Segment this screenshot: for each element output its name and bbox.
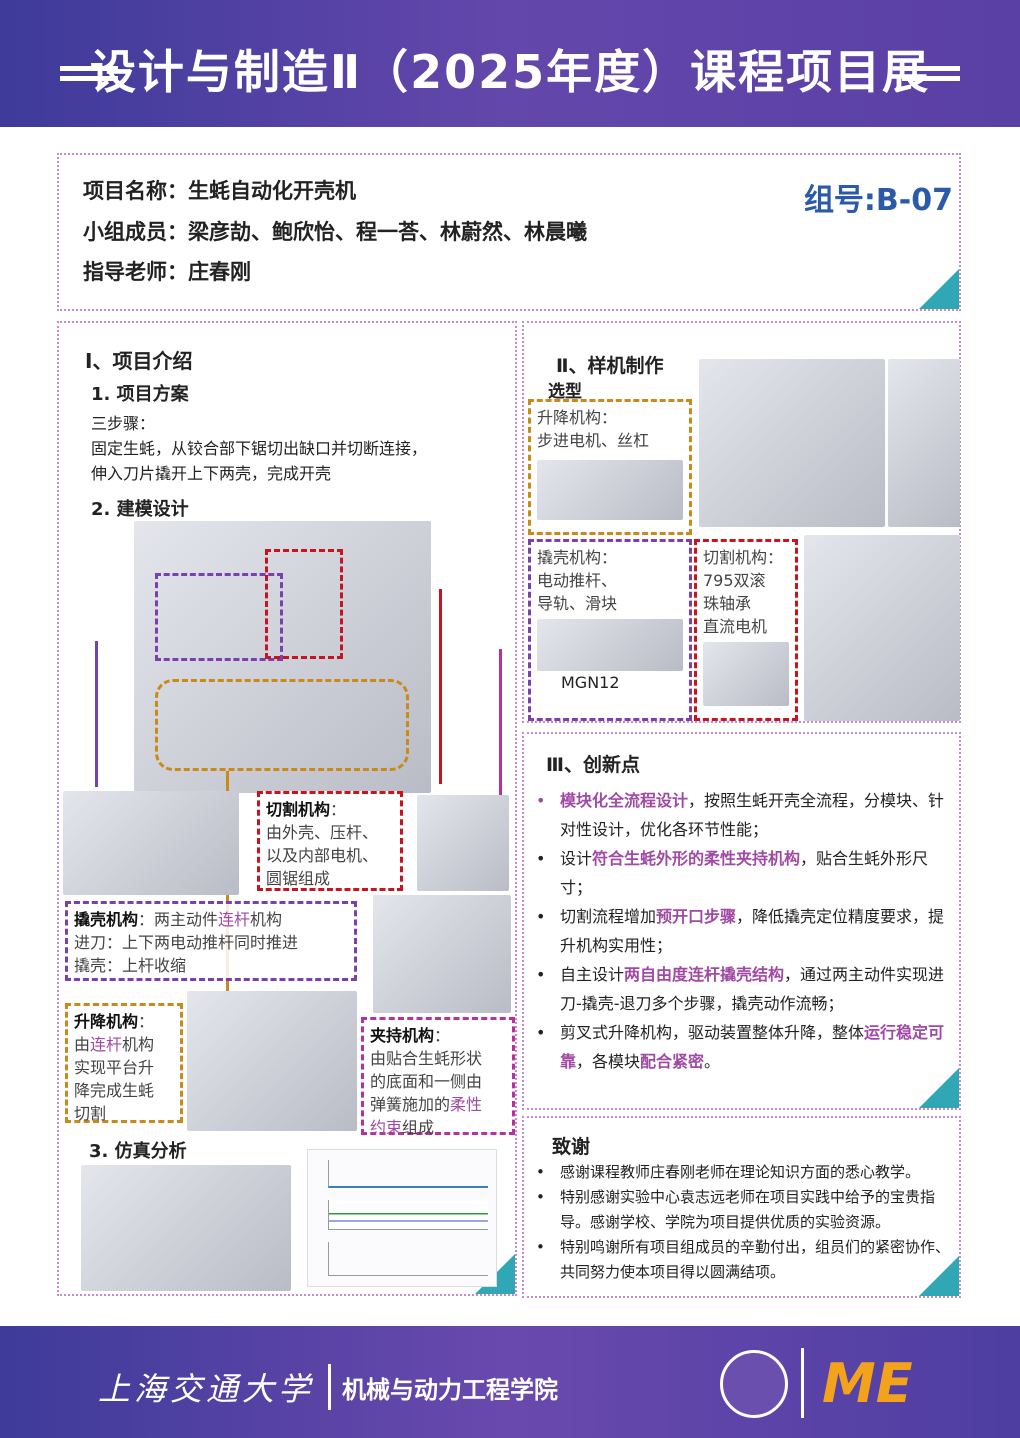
modeling-heading: 2. 建模设计 (91, 499, 189, 520)
me-logo: ME (822, 1352, 913, 1415)
lift-highlight (155, 679, 409, 771)
arrow-pry (95, 641, 98, 787)
motor-image (703, 642, 789, 706)
members: 梁彦劼、鲍欣怡、程一荅、林蔚然、林晨曦 (188, 220, 587, 244)
thanks-section: 致谢 感谢课程教师庄春刚老师在理论知识方面的悉心教学。 特别感谢实验中心袁志远老… (522, 1116, 961, 1298)
title-decor-right (902, 66, 960, 71)
clamp-model-image (373, 895, 511, 1013)
thanks-item: 感谢课程教师庄春刚老师在理论知识方面的悉心教学。 (536, 1160, 960, 1185)
selection-subtitle: 选型 (548, 382, 582, 402)
pry-model-image (63, 791, 239, 895)
lift-selection: 升降机构：步进电机、丝杠 (528, 399, 692, 535)
scheme-text: 三步骤：固定生蚝，从铰合部下锯切出缺口并切断连接，伸入刀片撬开上下两壳，完成开壳 (91, 414, 428, 483)
title-decor-left (60, 66, 118, 71)
pry-callout: 撬壳机构：两主动件连杆机构进刀：上下两电动推杆同时推进撬壳：上杆收缩 (65, 901, 357, 981)
group-number: 组号:B-07 (803, 183, 953, 218)
rail-model: MGN12 (561, 673, 620, 692)
members-label: 小组成员： (83, 220, 188, 244)
simulation-heading: 3. 仿真分析 (89, 1141, 187, 1162)
footer-divider (328, 1364, 331, 1410)
pry-selection: 撬壳机构：电动推杆、导轨、滑块 MGN12 (528, 539, 692, 721)
footer-banner (0, 1326, 1020, 1438)
prototype-section: Ⅱ、样机制作 选型 升降机构：步进电机、丝杠 撬壳机构：电动推杆、导轨、滑块 M… (522, 321, 961, 723)
cut-callout: 切割机构：由外壳、压杆、以及内部电机、圆锯组成 (257, 791, 403, 891)
innovation-item: 切割流程增加预开口步骤，降低撬壳定位精度要求，提升机构实用性； (536, 902, 946, 960)
cut-model-image (417, 795, 509, 891)
prototype-photo-3 (804, 535, 960, 721)
lead-screw-image (537, 460, 683, 520)
simulation-plots (307, 1149, 497, 1287)
project-name: 生蚝自动化开壳机 (188, 179, 356, 203)
thanks-title: 致谢 (552, 1136, 591, 1158)
innovation-title: Ⅲ、创新点 (546, 754, 640, 776)
advisor-label: 指导老师： (83, 260, 188, 284)
university-name: 上海交通大学 (98, 1370, 315, 1408)
cut-selection: 切割机构：795双滚珠轴承直流电机 (694, 539, 798, 721)
poster-title: 设计与制造Ⅱ（2025年度）课程项目展 (89, 45, 931, 99)
simulation-image (81, 1165, 291, 1291)
intro-title: Ⅰ、项目介绍 (85, 349, 193, 373)
title-decor-left (60, 76, 118, 81)
header-banner (0, 0, 1020, 127)
innovation-item: 设计符合生蚝外形的柔性夹持机构，贴合生蚝外形尺寸； (536, 844, 946, 902)
scheme-heading: 1. 项目方案 (91, 384, 189, 405)
arrow-clamp (499, 649, 502, 889)
intro-section: Ⅰ、项目介绍 1. 项目方案 三步骤：固定生蚝，从铰合部下锯切出缺口并切断连接，… (57, 321, 517, 1296)
innovation-item: 自主设计两自由度连杆撬壳结构，通过两主动件实现进刀-撬壳-退刀多个步骤，撬壳动作… (536, 960, 946, 1018)
innovation-item: 剪叉式升降机构，驱动装置整体升降，整体运行稳定可靠，各模块配合紧密。 (536, 1018, 946, 1076)
rail-image (537, 619, 683, 671)
footer-divider (801, 1348, 804, 1418)
innovation-list: 模块化全流程设计，按照生蚝开壳全流程，分模块、针对性设计，优化各环节性能； 设计… (536, 786, 946, 1076)
prototype-title: Ⅱ、样机制作 (556, 355, 664, 377)
corner-decor (919, 269, 959, 309)
plot-2 (328, 1200, 488, 1230)
clamp-callout: 夹持机构：由贴合生蚝形状的底面和一侧由弹簧施加的柔性约束组成 (361, 1017, 515, 1137)
lift-callout: 升降机构：由连杆机构实现平台升降完成生蚝切割 (65, 1003, 183, 1123)
arrow-cut (439, 589, 442, 784)
title-decor-right (902, 76, 960, 81)
innovation-section: Ⅲ、创新点 模块化全流程设计，按照生蚝开壳全流程，分模块、针对性设计，优化各环节… (522, 732, 961, 1110)
school-name: 机械与动力工程学院 (342, 1376, 558, 1404)
thanks-item: 特别感谢实验中心袁志远老师在项目实践中给予的宝贵指导。感谢学校、学院为项目提供优… (536, 1185, 960, 1235)
thanks-item: 特别鸣谢所有项目组成员的辛勤付出，组员们的紧密协作、共同努力使本项目得以圆满结项… (536, 1235, 960, 1285)
university-seal-icon (720, 1350, 788, 1418)
thanks-list: 感谢课程教师庄春刚老师在理论知识方面的悉心教学。 特别感谢实验中心袁志远老师在项… (536, 1160, 960, 1285)
plot-1 (328, 1160, 488, 1188)
lift-model-image (187, 991, 357, 1131)
project-info-box: 项目名称：生蚝自动化开壳机 小组成员：梁彦劼、鲍欣怡、程一荅、林蔚然、林晨曦 指… (57, 153, 961, 311)
project-label: 项目名称： (83, 179, 188, 203)
advisor: 庄春刚 (188, 260, 251, 284)
prototype-photo-2 (888, 359, 960, 527)
plot-3 (328, 1242, 488, 1276)
innovation-item: 模块化全流程设计，按照生蚝开壳全流程，分模块、针对性设计，优化各环节性能； (536, 786, 946, 844)
pry-highlight (155, 573, 283, 661)
prototype-photo-1 (699, 359, 885, 527)
cut-highlight (265, 549, 343, 659)
